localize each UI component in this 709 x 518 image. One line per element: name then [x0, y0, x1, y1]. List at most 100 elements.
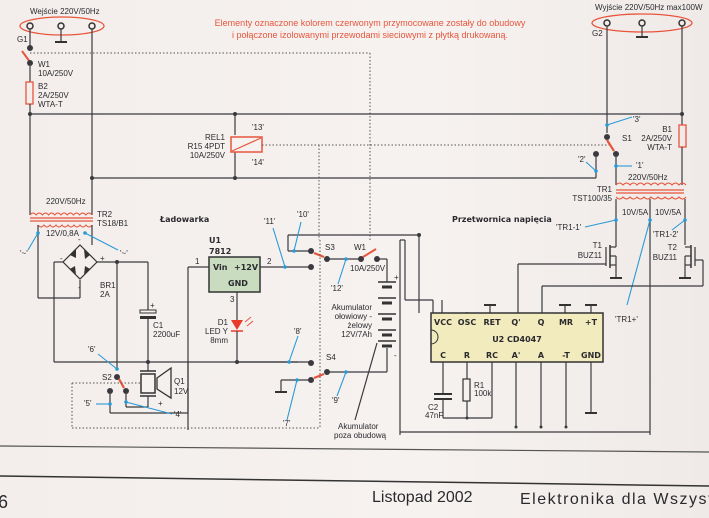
br1-plus: +: [100, 254, 105, 263]
w1-top-contact: [27, 45, 33, 51]
b2-type: WTA-T: [38, 100, 63, 109]
w1-top-name: W1: [38, 60, 51, 69]
tr1-tap1: 'TR1-1': [556, 223, 582, 232]
c1-value: 2200uF: [153, 330, 180, 339]
t1-model: BUZ11: [578, 251, 603, 260]
br1-minus-bottom: -: [78, 283, 81, 292]
u2-pin-bottom-1: R: [464, 351, 470, 360]
b2-name: B2: [38, 82, 48, 91]
inverter-title: Przetwornica napięcia: [452, 215, 552, 224]
w1-top-switch[interactable]: [21, 50, 31, 63]
footer-rule-top: [0, 445, 709, 453]
u2-pin-bottom-3: A': [512, 351, 521, 360]
g1-label: G1: [17, 35, 28, 44]
b1-rating: 2A/250V: [641, 134, 672, 143]
footer-rule: [0, 475, 709, 487]
tr1-tap2: 'TR1-2': [653, 230, 679, 239]
u2-pin-bottom-4: A: [538, 351, 545, 360]
mosfet-t2: [541, 245, 704, 313]
d1-name: D1: [218, 318, 229, 327]
s4-pin9: '9': [332, 396, 340, 405]
regulator-u1: [208, 256, 261, 293]
w1-battery-switch[interactable]: [362, 248, 377, 258]
tr2-tap-right: '~': [120, 249, 128, 258]
w1-top-rating: 10A/250V: [38, 69, 74, 78]
u1-model: 7812: [209, 247, 231, 256]
rel1-pin13: '13': [252, 123, 264, 132]
u2-pin-top-1: OSC: [458, 318, 477, 327]
u1-vin: Vin: [213, 263, 228, 272]
tr2-model: TS18/B1: [97, 219, 129, 228]
u1-name: U1: [209, 236, 221, 245]
d1-size: 8mm: [210, 336, 228, 345]
rel1-pin14: '14': [252, 158, 264, 167]
fuse-b2: [25, 81, 34, 105]
s1-common: [604, 134, 610, 140]
u2-pin-top-4: Q: [538, 318, 545, 327]
s3-switch-lever[interactable]: [313, 251, 325, 259]
tr1-model: TST100/35: [572, 194, 612, 203]
mosfet-t1: [517, 245, 622, 313]
battery-line4: 12V/7Ah: [341, 330, 372, 339]
s2-name: S2: [102, 373, 112, 382]
s1-switch-lever[interactable]: [606, 139, 615, 152]
transformer-tr2: [29, 212, 93, 228]
input-title: Wejście 220V/50Hz: [30, 7, 100, 16]
d1-type: LED Y: [205, 327, 229, 336]
br1-name: BR1: [100, 281, 116, 290]
u2-pin-top-0: VCC: [434, 318, 452, 327]
charger-title: Ładowarka: [159, 215, 209, 224]
rel1-model: R15 4PDT: [188, 142, 225, 151]
u1-pin1: 1: [195, 257, 200, 266]
rel1-rating: 10A/250V: [190, 151, 226, 160]
tr2-primary-label: 220V/50Hz: [46, 197, 86, 206]
s3-pin11: '11': [264, 217, 276, 226]
s3-pin12: '12': [331, 284, 343, 293]
transformer-tr1: [615, 182, 687, 200]
battery-line2: ołowiowy -: [335, 312, 373, 321]
relay-rel1-coil: [230, 136, 263, 153]
g2-label: G2: [592, 29, 603, 38]
buzzer-q1: [140, 362, 172, 400]
battery-ext-line1: Akumulator: [338, 422, 379, 431]
r1-name: R1: [474, 381, 485, 390]
tr1-sec2: 10V/5A: [655, 208, 682, 217]
s1-name: S1: [622, 134, 632, 143]
tr2-name: TR2: [97, 210, 113, 219]
s4-pin8: '8': [294, 327, 302, 336]
s4-switch-lever[interactable]: [313, 372, 325, 380]
w1-bat-name: W1: [354, 243, 367, 252]
q1-value: 12V: [174, 387, 189, 396]
w1-bat-rating: 10A/250V: [350, 264, 386, 273]
s1-pin2: '2': [578, 155, 586, 164]
s2-pin5: '5': [84, 399, 92, 408]
c1-name: C1: [153, 321, 164, 330]
u2-pin-bottom-6: GND: [581, 351, 601, 360]
c2-name: C2: [428, 403, 439, 412]
s4-pin7: '7': [283, 419, 291, 428]
q1-plus: +: [158, 399, 163, 408]
u2-pin-bottom-5: -T: [562, 351, 570, 360]
tr1-sec1: 10V/5A: [622, 208, 649, 217]
u1-pin3: 3: [230, 295, 235, 304]
s2-pin6: '6': [88, 345, 96, 354]
s3-name: S3: [325, 243, 335, 252]
capacitor-c1: [139, 309, 157, 319]
battery-plus: +: [394, 273, 399, 282]
s4-name: S4: [326, 353, 336, 362]
tr1-center-tap: 'TR1+': [615, 315, 638, 324]
b1-type: WTA-T: [647, 143, 672, 152]
tr2-tap-left: '~': [20, 249, 28, 258]
br1-minus-left: -: [60, 254, 63, 263]
led-d1: [231, 316, 254, 332]
u2-name: U2 CD4047: [492, 335, 542, 344]
tr1-primary-label: 220V/50Hz: [628, 173, 668, 182]
s3-pin10: '10': [297, 210, 309, 219]
c1-plus: +: [150, 301, 155, 310]
rel1-name: REL1: [205, 133, 226, 142]
battery-minus: -: [394, 351, 397, 360]
